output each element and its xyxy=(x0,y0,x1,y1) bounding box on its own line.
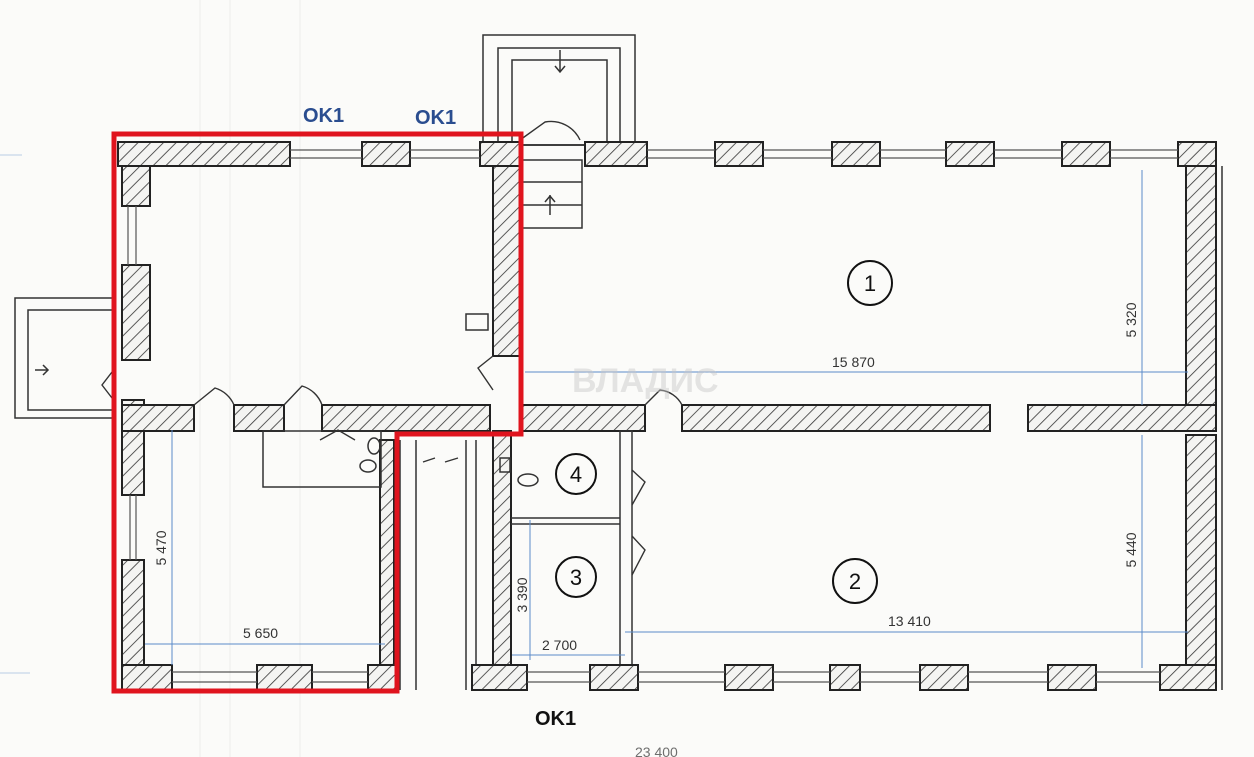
bottom-wall xyxy=(121,664,1217,691)
room-4-marker: 4 xyxy=(555,453,597,495)
left-porch xyxy=(14,297,116,419)
top-wall xyxy=(117,141,1217,167)
doors xyxy=(101,120,683,576)
window-label-top-1: OK1 xyxy=(303,105,344,127)
highlighted-area-outline xyxy=(111,131,524,694)
room-number-2: 2 xyxy=(849,569,861,594)
top-porch xyxy=(482,34,636,229)
dim-left-height: 5 470 xyxy=(153,530,169,565)
fixtures xyxy=(359,313,539,487)
dim-room1-height: 5 320 xyxy=(1123,302,1139,337)
right-wall xyxy=(1185,165,1223,690)
window-label-bottom: OK1 xyxy=(535,708,576,730)
dim-room1-width: 15 870 xyxy=(832,354,875,370)
room-1-marker: 1 xyxy=(847,260,893,306)
dim-room2-width: 13 410 xyxy=(888,613,931,629)
room-2-marker: 2 xyxy=(832,558,878,604)
dim-overall: 23 400 xyxy=(635,744,678,757)
dim-room3-width: 2 700 xyxy=(542,637,577,653)
watermark: ВЛАДИС xyxy=(572,362,719,400)
interior-walls xyxy=(262,165,633,690)
window-label-top-2: OK1 xyxy=(415,107,456,129)
dimension-lines xyxy=(0,154,1188,674)
top-windows xyxy=(290,149,1178,159)
middle-wall xyxy=(121,404,1217,432)
scan-lines xyxy=(199,0,301,757)
room-number-4: 4 xyxy=(570,462,582,487)
room-number-3: 3 xyxy=(570,565,582,590)
dim-left-width: 5 650 xyxy=(243,625,278,641)
room-number-1: 1 xyxy=(864,271,876,296)
room-3-marker: 3 xyxy=(555,556,597,598)
dim-room3-height: 3 390 xyxy=(514,577,530,612)
dim-room2-height: 5 440 xyxy=(1123,532,1139,567)
